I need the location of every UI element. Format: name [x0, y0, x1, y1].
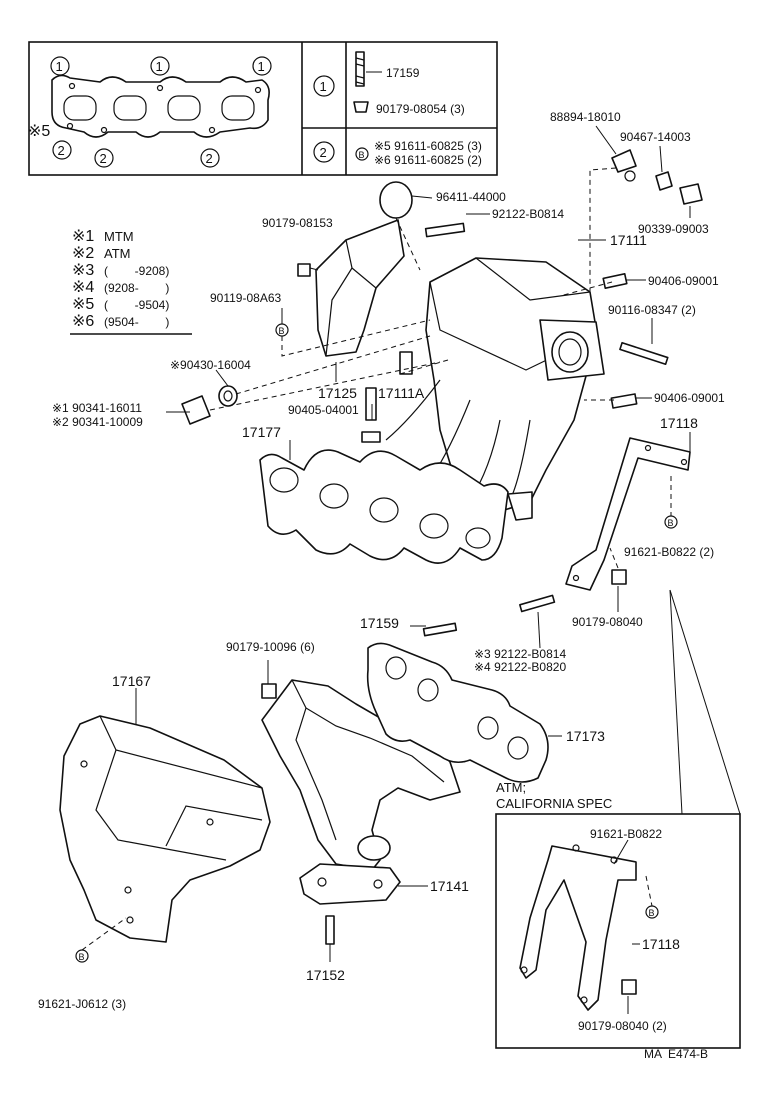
lower-manifold-assembly: B: [59, 594, 556, 963]
label-90467-14003: 90467-14003: [620, 130, 691, 144]
gasket-legend-box: 1 1 1 2 2 2 ※5 1 2 17159 90179-08054 (3): [28, 41, 498, 176]
atm-note-line-1: ATM;: [496, 780, 526, 795]
label-17177: 17177: [242, 424, 281, 440]
note-3-mark: ※3: [72, 262, 94, 279]
label-90341-10009: ※2 90341-10009: [52, 415, 143, 429]
label-91621-j0612: 91621-J0612 (3): [38, 997, 126, 1011]
label-91621-b0822-2: 91621-B0822 (2): [624, 545, 714, 559]
legend-row-1-marker: 1: [320, 79, 327, 94]
note-3-text: ( -9208): [104, 264, 169, 278]
label-17111a: 17111A: [378, 385, 425, 401]
badge-b-91621-j0612: B: [79, 952, 85, 962]
label-91621-b0822-inset: 91621-B0822: [590, 827, 662, 841]
label-90430-16004: ※90430-16004: [170, 358, 251, 372]
badge-b-91621: B: [668, 518, 674, 528]
legend-part-91611-b: ※6 91611-60825 (2): [374, 153, 482, 167]
atm-california-inset: B: [495, 813, 741, 1049]
label-96411-44000: 96411-44000: [436, 190, 506, 204]
bracket-17118: [565, 437, 691, 591]
label-88894-18010: 88894-18010: [550, 110, 621, 124]
legend-part-90179-08054: 90179-08054 (3): [376, 102, 465, 116]
part-labels: 88894-18010 90467-14003 90339-09003 9641…: [38, 110, 725, 1061]
leader-lines: [135, 125, 691, 1014]
note-2-text: ATM: [104, 246, 130, 261]
note-6-text: (9504- ): [104, 315, 169, 329]
label-90179-10096: 90179-10096 (6): [226, 640, 315, 654]
label-90406-09001-b: 90406-09001: [654, 391, 725, 405]
upper-manifold-assembly: B B: [181, 149, 703, 591]
label-17159: 17159: [360, 615, 399, 631]
upper-dashed-leaders: [209, 167, 672, 569]
legend-row-2-marker: 2: [320, 145, 327, 160]
legend-marker-1a: 1: [56, 59, 63, 74]
plug-cap: [379, 181, 413, 219]
label-90179-08040: 90179-08040: [572, 615, 643, 629]
label-92122-b0814-top: 92122-B0814: [492, 207, 564, 221]
label-17118-inset: 17118: [642, 936, 680, 952]
gasket-17173: [366, 642, 549, 783]
badge-b-91621-inset: B: [649, 908, 655, 918]
note-6-mark: ※6: [72, 313, 94, 330]
legend-marker-2b: 2: [100, 151, 107, 166]
label-90179-08153: 90179-08153: [262, 216, 333, 230]
legend-part-17159: 17159: [386, 66, 420, 80]
intake-gasket-legend: [51, 74, 270, 138]
note-4-mark: ※4: [72, 279, 94, 296]
label-90406-09001-a: 90406-09001: [648, 274, 719, 288]
note-1-mark: ※1: [72, 228, 94, 245]
label-92122-b0814-lower: ※3 92122-B0814: [474, 647, 566, 661]
legend-part-91611-a: ※5 91611-60825 (3): [374, 139, 482, 153]
label-17118-main: 17118: [660, 415, 698, 431]
label-90405-04001: 90405-04001: [288, 403, 359, 417]
notes-list: ※1 MTM ※2 ATM ※3 ( -9208) ※4 (9208- ) ※5…: [70, 228, 192, 335]
label-90341-16011: ※1 90341-16011: [52, 401, 142, 415]
atm-note-line-2: CALIFORNIA SPEC: [496, 796, 612, 811]
note-2-mark: ※2: [72, 245, 94, 262]
note-5-text: ( -9504): [104, 298, 169, 312]
heat-insulator-17125: [315, 219, 405, 357]
legend-marker-1b: 1: [156, 59, 163, 74]
label-17173: 17173: [566, 728, 605, 744]
label-17152: 17152: [306, 967, 345, 983]
legend-badge-b: B: [359, 150, 365, 160]
note-4-text: (9208- ): [104, 281, 169, 295]
note-1-text: MTM: [104, 229, 134, 244]
diagram-code: MA E474-B: [644, 1047, 708, 1061]
legend-marker-2a: 2: [58, 143, 65, 158]
badge-b-90119: B: [279, 326, 285, 336]
label-17167: 17167: [112, 673, 151, 689]
nut-icon: [353, 101, 369, 113]
legend-note-5: ※5: [28, 123, 50, 140]
label-90179-08040-2: 90179-08040 (2): [578, 1019, 667, 1033]
label-17141: 17141: [430, 878, 469, 894]
gasket-17177: [259, 449, 509, 564]
label-17125: 17125: [318, 385, 357, 401]
exhaust-manifold-17141: [261, 679, 461, 871]
legend-marker-1c: 1: [258, 59, 265, 74]
stud-icon: [355, 51, 365, 87]
label-17111: 17111: [610, 232, 647, 248]
label-90119-08a63: 90119-08A63: [210, 291, 282, 305]
label-90116-08347: 90116-08347 (2): [608, 303, 696, 317]
note-5-mark: ※5: [72, 296, 94, 313]
heat-insulator-17167: [59, 715, 271, 943]
legend-marker-2c: 2: [206, 151, 213, 166]
label-92122-b0820: ※4 92122-B0820: [474, 660, 566, 674]
bracket-17118-atm: [519, 845, 637, 1011]
label-90339-09003: 90339-09003: [638, 222, 709, 236]
